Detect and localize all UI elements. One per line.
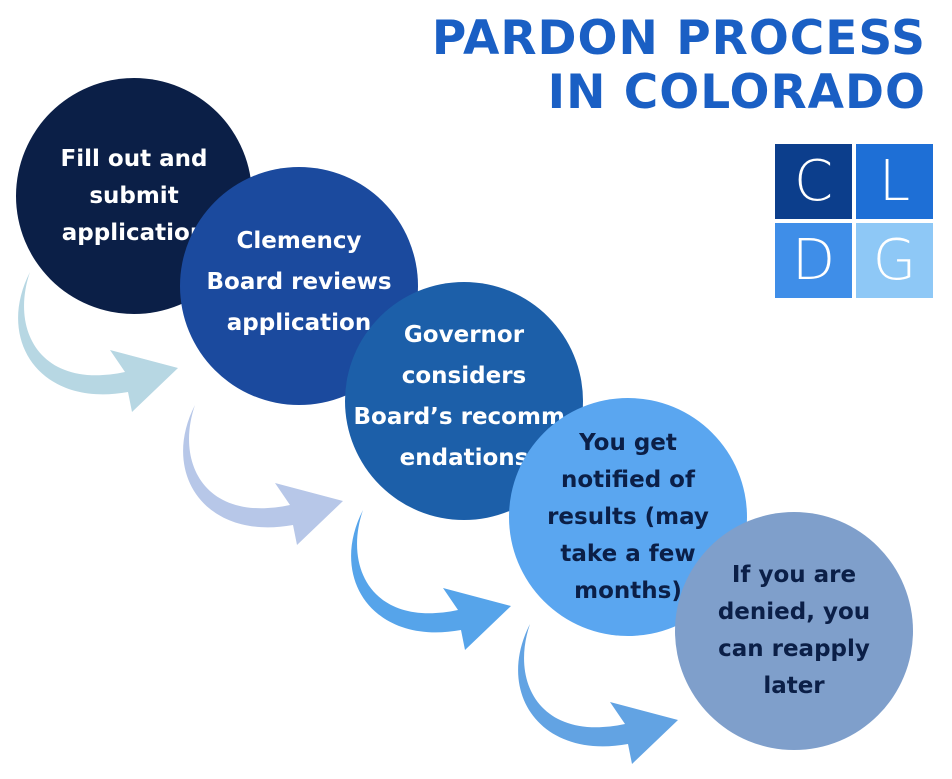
step-3-text: Governor considers Board’s recomm- endat… <box>354 317 575 485</box>
step-4-line: You get <box>579 429 677 456</box>
step-3-line: considers <box>401 363 527 389</box>
arrow-step-4-to-5 <box>518 624 678 764</box>
step-2-text: Clemency Board reviews application <box>206 223 391 350</box>
arrow-step-2-to-3 <box>183 405 343 545</box>
cldg-logo: C L D G <box>775 144 933 298</box>
step-3-line: endations <box>399 445 529 471</box>
page-title: PARDON PROCESS IN COLORADO <box>432 12 926 120</box>
step-4-text: You get notified of results (may take a … <box>547 425 709 610</box>
logo-cell-l: L <box>856 144 933 219</box>
arrow-step-1-to-2 <box>18 272 179 412</box>
step-3-line: Board’s recomm- <box>353 404 575 430</box>
step-2-line: application <box>226 309 372 336</box>
step-5-line: denied, you <box>717 599 871 625</box>
step-5-line: later <box>763 673 825 699</box>
title-line-2: IN COLORADO <box>547 65 926 120</box>
step-1-line: application <box>61 219 207 246</box>
step-5-reapply-later: If you are denied, you can reapply later <box>675 512 913 750</box>
arrow-step-3-to-4 <box>351 510 511 650</box>
step-4-line: months) <box>574 577 682 604</box>
step-3-line: Governor <box>403 322 525 348</box>
step-5-text: If you are denied, you can reapply later <box>718 557 870 705</box>
step-1-line: Fill out and <box>60 145 208 172</box>
step-1-line: submit <box>89 182 179 209</box>
logo-cell-c: C <box>775 144 852 219</box>
step-4-line: notified of <box>561 466 695 493</box>
step-1-text: Fill out and submit application <box>61 141 208 252</box>
logo-cell-d: D <box>775 223 852 298</box>
step-4-line: results (may <box>547 503 709 530</box>
title-line-1: PARDON PROCESS <box>431 11 926 66</box>
step-2-line: Board reviews <box>206 268 392 295</box>
step-4-line: take a few <box>560 540 696 567</box>
logo-cell-g: G <box>856 223 933 298</box>
step-2-line: Clemency <box>236 227 362 254</box>
step-5-line: If you are <box>731 562 857 588</box>
step-5-line: can reapply <box>718 636 870 662</box>
